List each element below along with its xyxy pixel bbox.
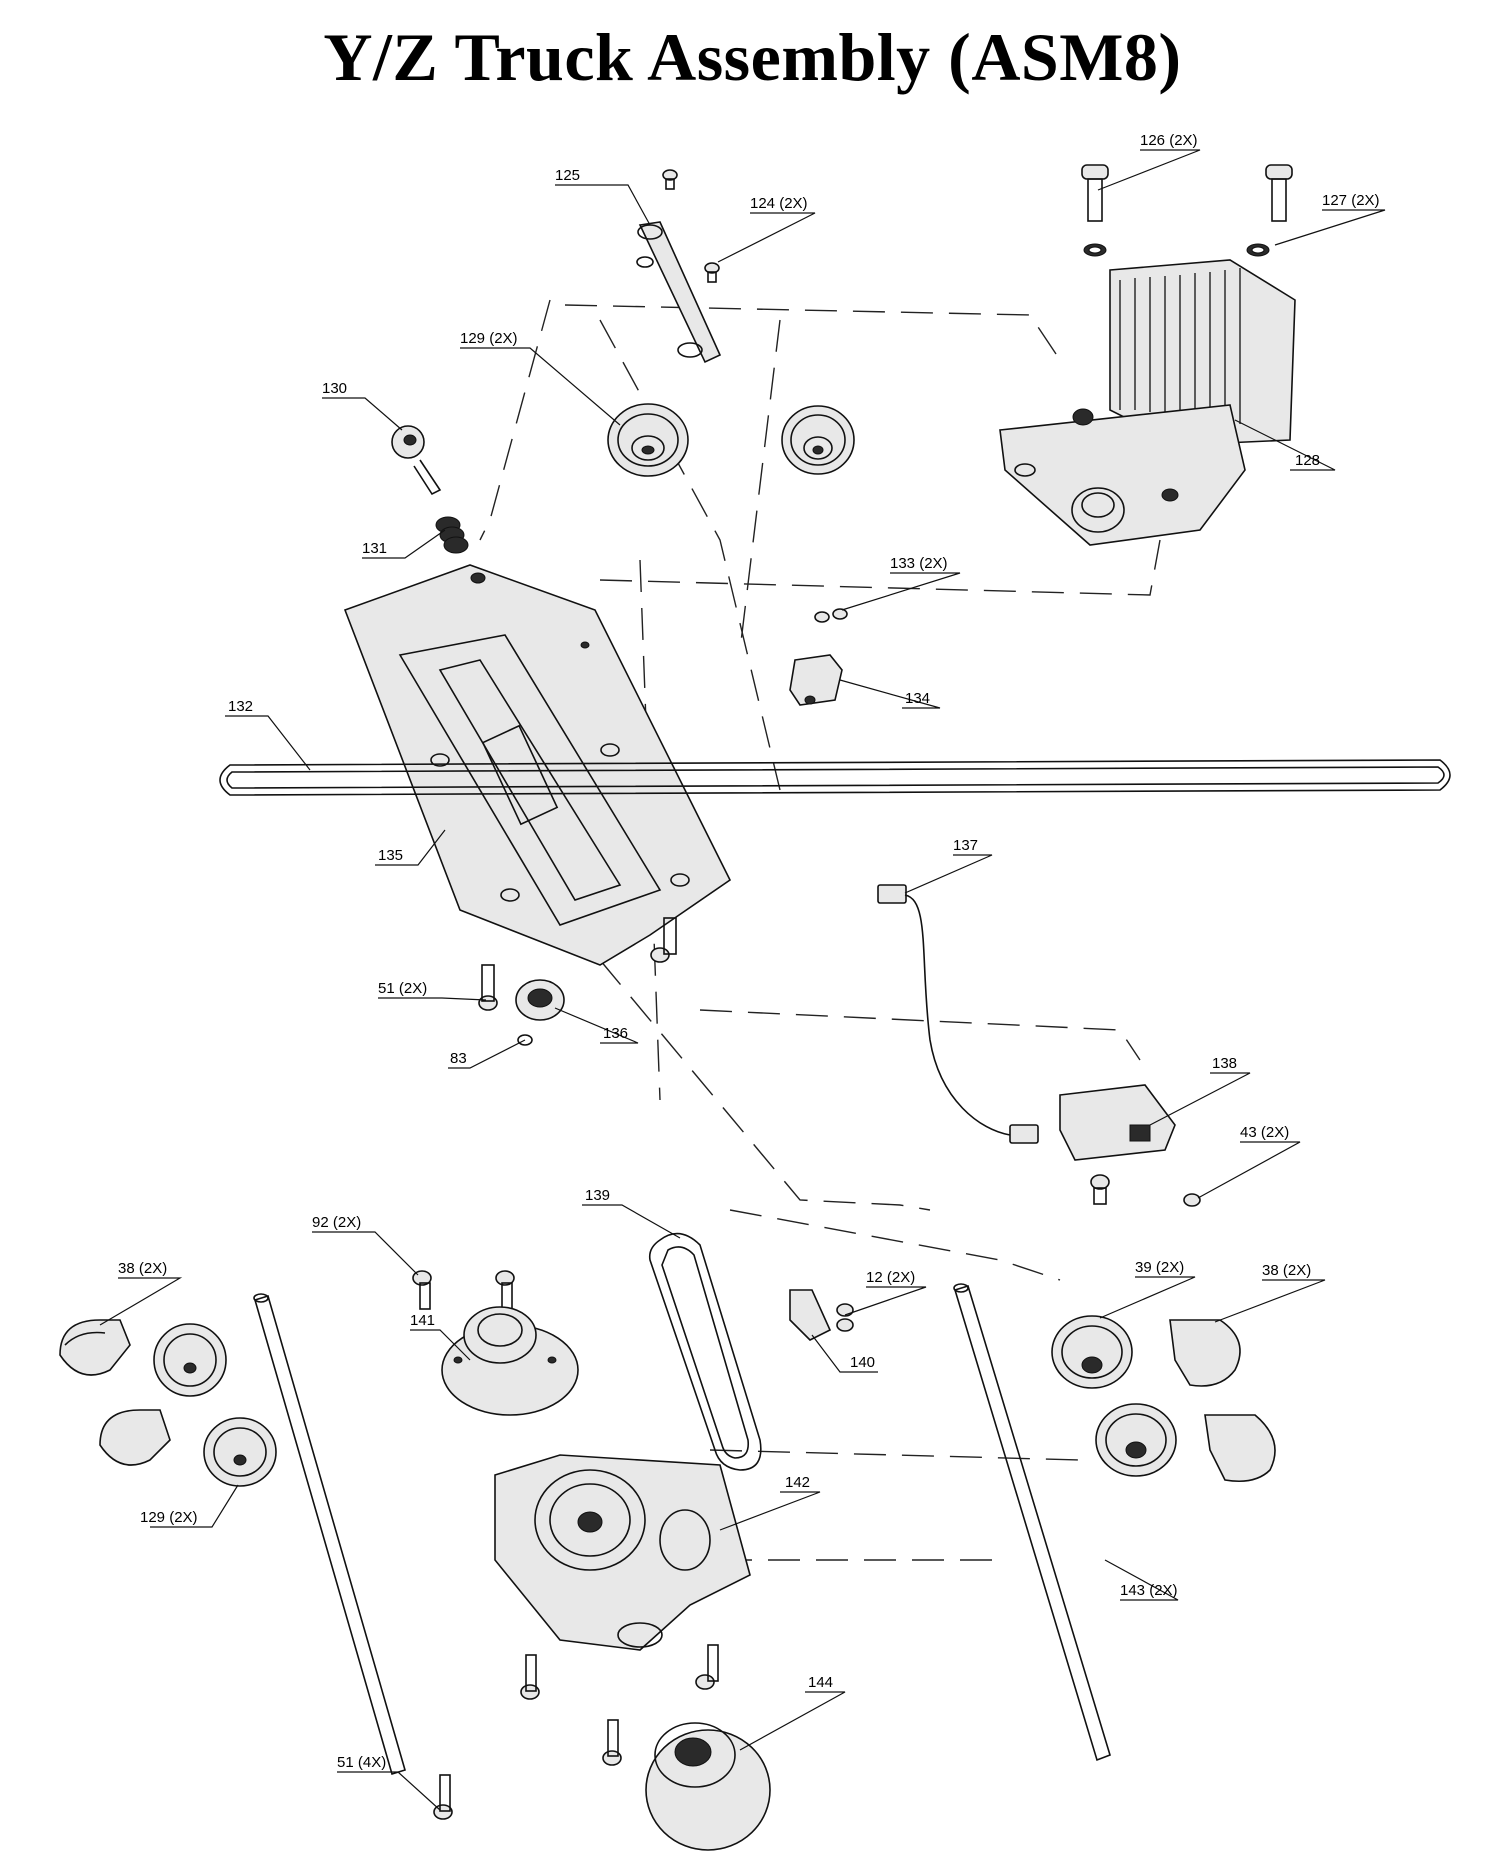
label-136: 136 bbox=[603, 1025, 628, 1042]
label-129-top: 129 (2X) bbox=[460, 330, 518, 347]
page-title: Y/Z Truck Assembly (ASM8) bbox=[323, 19, 1182, 95]
label-38-left: 38 (2X) bbox=[118, 1260, 167, 1277]
label-141: 141 bbox=[410, 1312, 435, 1329]
label-12: 12 (2X) bbox=[866, 1269, 915, 1286]
clamp-38-upper-right bbox=[1169, 1319, 1241, 1387]
label-144: 144 bbox=[808, 1674, 833, 1691]
bolt-130 bbox=[391, 425, 442, 496]
carriage-142 bbox=[494, 1454, 751, 1651]
wheel-upper-left bbox=[153, 1323, 227, 1397]
screw-126-left bbox=[1081, 164, 1109, 257]
label-51-lower: 51 (4X) bbox=[337, 1754, 386, 1771]
label-83: 83 bbox=[450, 1050, 467, 1067]
screw-51-upper-right bbox=[650, 917, 677, 963]
wheel-39-upper-right bbox=[1051, 1315, 1133, 1389]
label-138: 138 bbox=[1212, 1055, 1237, 1072]
label-43: 43 (2X) bbox=[1240, 1124, 1289, 1141]
alignment-lines bbox=[479, 299, 1161, 1561]
belt-132 bbox=[219, 759, 1451, 796]
label-134: 134 bbox=[905, 690, 930, 707]
label-142: 142 bbox=[785, 1474, 810, 1491]
leader-lines bbox=[99, 149, 1386, 1811]
label-124: 124 (2X) bbox=[750, 195, 808, 212]
motor-128 bbox=[999, 259, 1296, 546]
cable-137 bbox=[877, 884, 1039, 1144]
rod-143-right bbox=[953, 1283, 1111, 1762]
label-140: 140 bbox=[850, 1354, 875, 1371]
label-126: 126 (2X) bbox=[1140, 132, 1198, 149]
label-133: 133 (2X) bbox=[890, 555, 948, 572]
spring-131 bbox=[435, 516, 469, 554]
label-39: 39 (2X) bbox=[1135, 1259, 1184, 1276]
hub-141 bbox=[441, 1306, 579, 1416]
screws-51-lower bbox=[433, 1644, 719, 1820]
label-125: 125 bbox=[555, 167, 580, 184]
callout-labels: 126 (2X) 125 124 (2X) 127 (2X) 129 (2X) … bbox=[118, 132, 1380, 1771]
label-135: 135 bbox=[378, 847, 403, 864]
screw-124 bbox=[704, 262, 720, 283]
truck-carriage-135 bbox=[343, 564, 732, 966]
pulley-144 bbox=[645, 1722, 771, 1851]
bracket-134 bbox=[789, 654, 843, 706]
label-139: 139 bbox=[585, 1187, 610, 1204]
screw-top-small bbox=[662, 169, 678, 190]
screws-133 bbox=[814, 608, 848, 623]
bracket-140 bbox=[789, 1289, 832, 1341]
label-143: 143 (2X) bbox=[1120, 1582, 1178, 1599]
clamp-lower-right bbox=[1204, 1414, 1276, 1483]
wheel-lower-right bbox=[1095, 1403, 1177, 1477]
wheel-129-top-right bbox=[781, 405, 855, 475]
label-128: 128 bbox=[1295, 452, 1320, 469]
belt-loop-139 bbox=[648, 1232, 762, 1471]
label-127: 127 (2X) bbox=[1322, 192, 1380, 209]
label-38-right: 38 (2X) bbox=[1262, 1262, 1311, 1279]
rod-143-left bbox=[253, 1293, 406, 1776]
clip-83 bbox=[517, 1034, 533, 1046]
label-132: 132 bbox=[228, 698, 253, 715]
label-130: 130 bbox=[322, 380, 347, 397]
label-51-upper: 51 (2X) bbox=[378, 980, 427, 997]
wheel-129-top-left bbox=[607, 403, 689, 477]
bracket-125 bbox=[636, 221, 722, 364]
clamp-38-upper-left bbox=[59, 1319, 131, 1376]
screws-12 bbox=[836, 1303, 854, 1332]
label-137: 137 bbox=[953, 837, 978, 854]
screws-92 bbox=[412, 1270, 515, 1310]
pulley-136 bbox=[515, 979, 565, 1021]
screw-126-right bbox=[1246, 164, 1293, 257]
clamp-lower-left bbox=[99, 1409, 171, 1466]
wheel-129-lower-left bbox=[203, 1417, 277, 1487]
label-131: 131 bbox=[362, 540, 387, 557]
label-129-bottom: 129 (2X) bbox=[140, 1509, 198, 1526]
screw-51-upper bbox=[478, 964, 498, 1011]
sensor-board-138 bbox=[1059, 1084, 1201, 1207]
label-92: 92 (2X) bbox=[312, 1214, 361, 1231]
